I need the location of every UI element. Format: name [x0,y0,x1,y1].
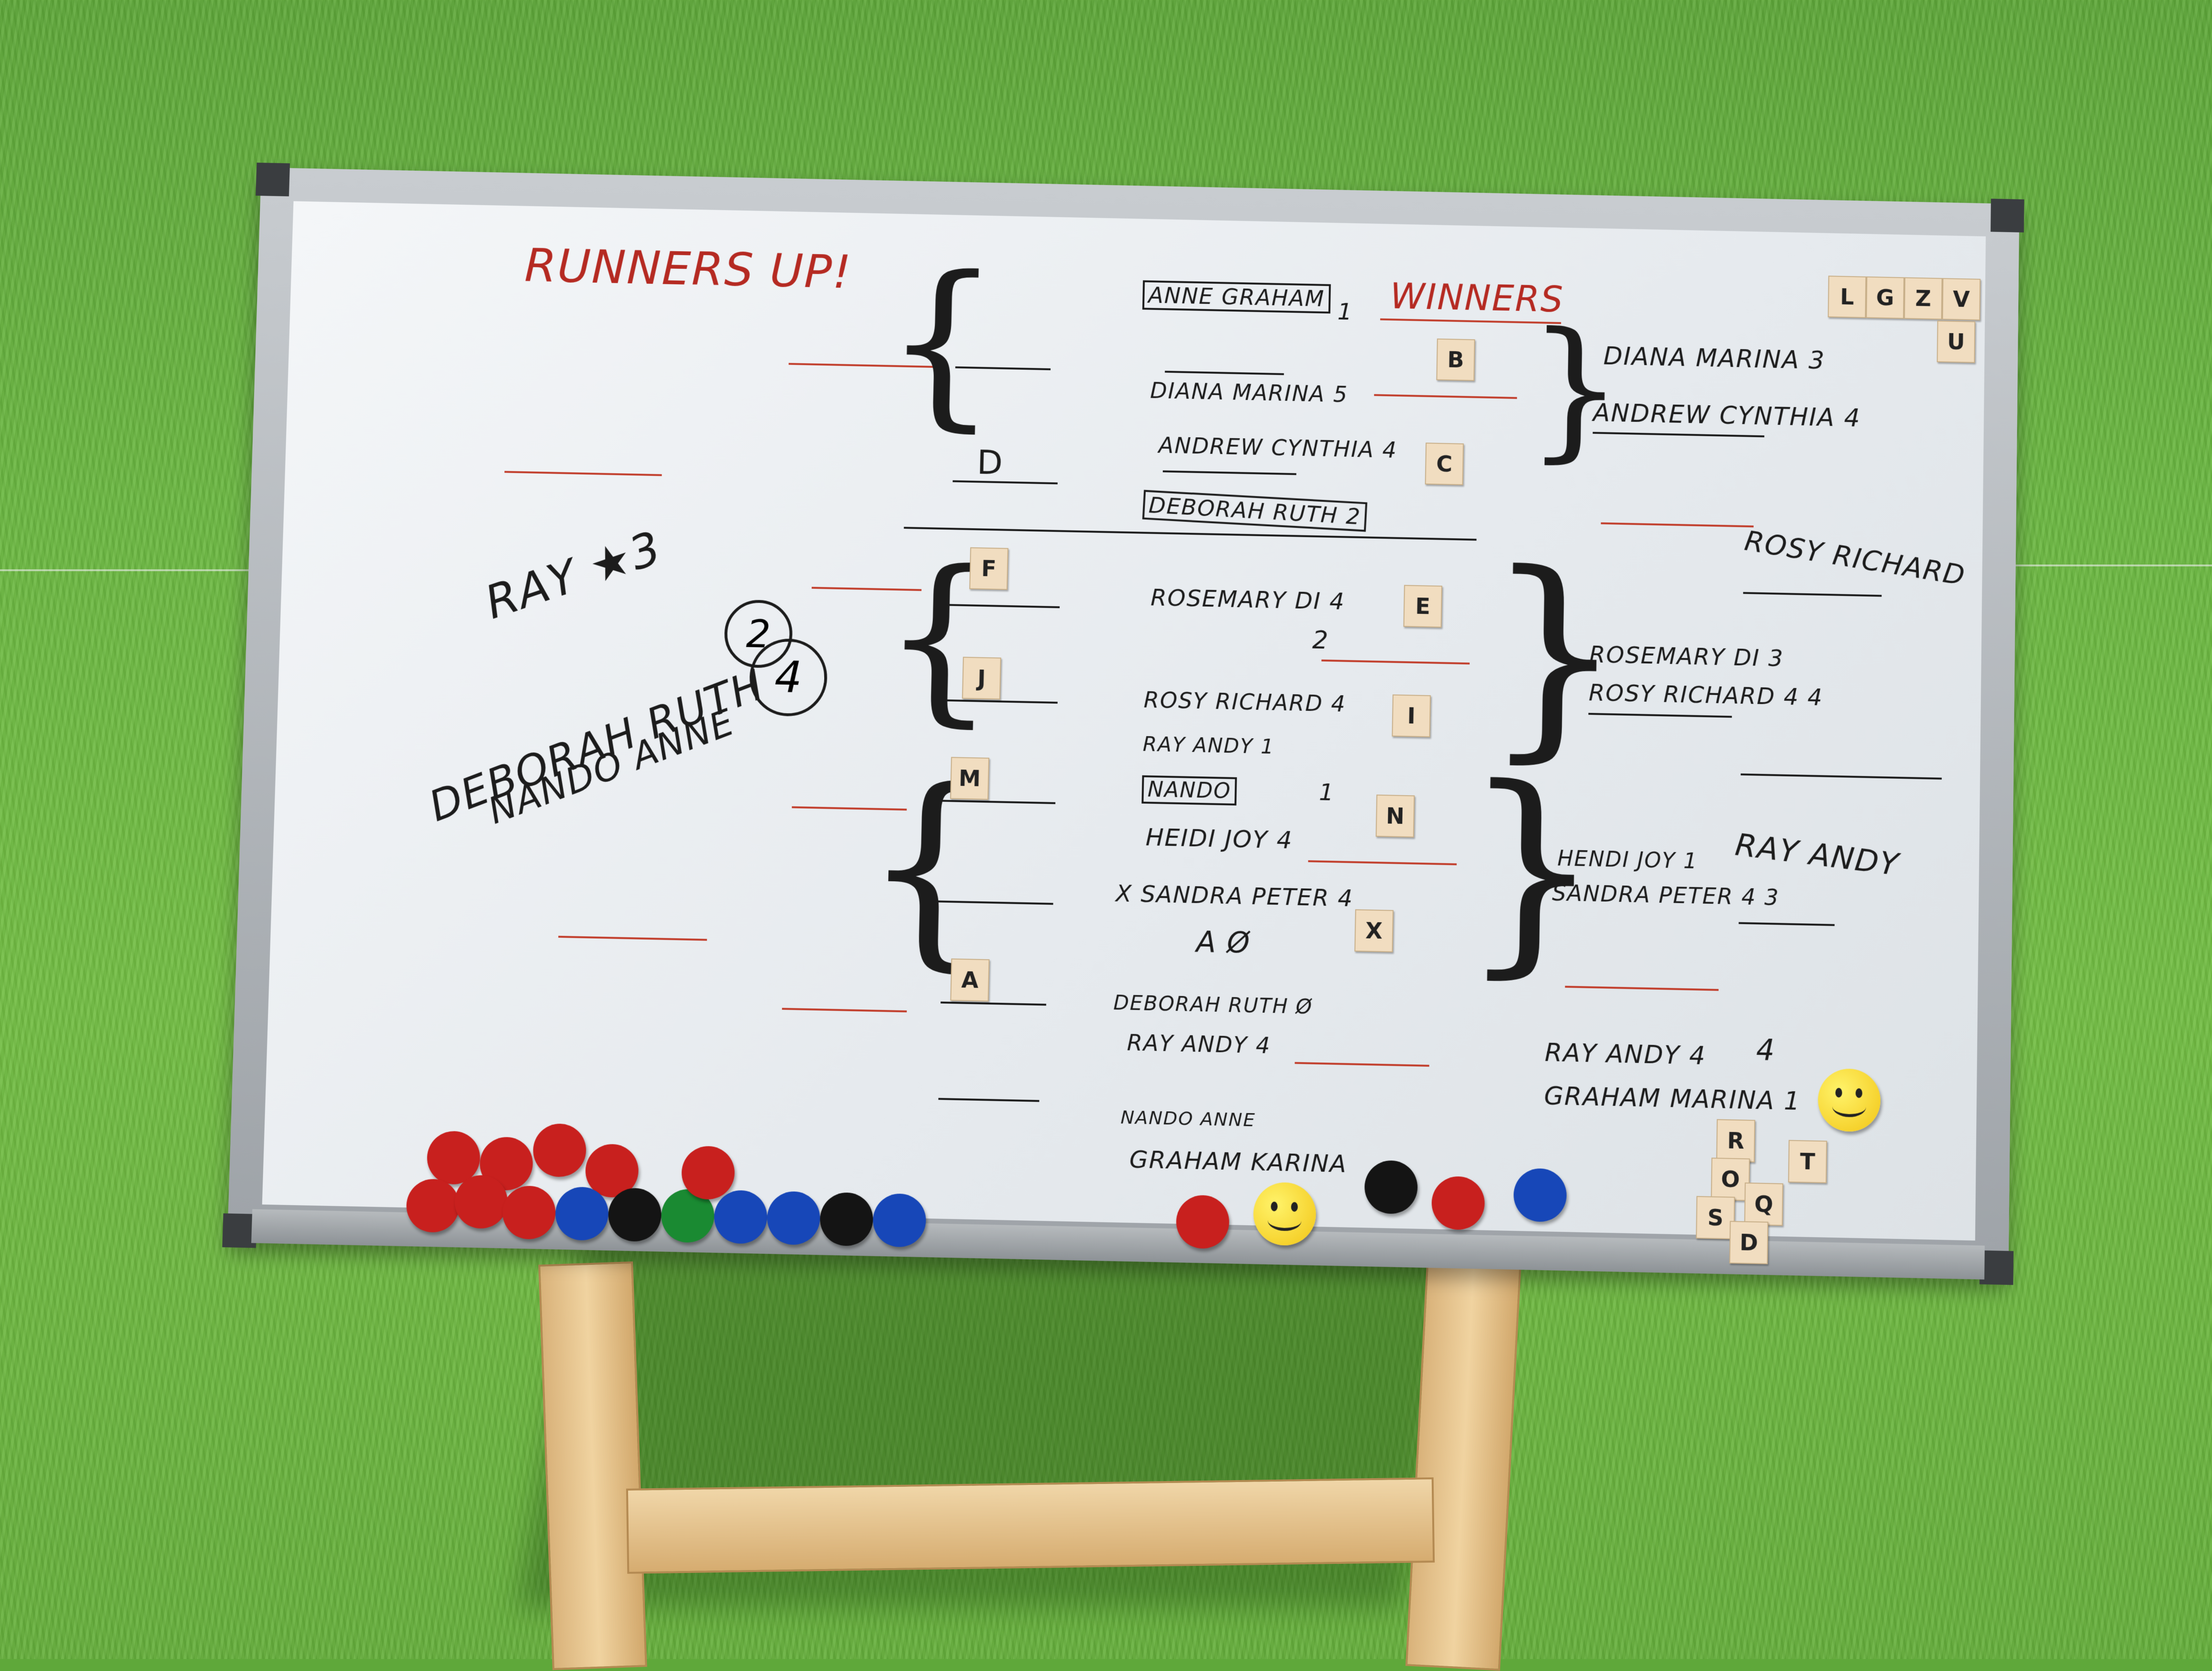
tile-e: E [1403,585,1442,628]
d-letter: D [976,443,1004,483]
ray-andy-bottom-text: RAY ANDY 4 [1127,1029,1271,1059]
magnet-black [1364,1160,1418,1215]
smiley-magnet [1817,1068,1881,1132]
tile-v: V [1942,278,1981,321]
brace-left-top: { [882,236,1002,449]
tile-a: A [950,958,990,1002]
right-heidi-joy-text: HENDI JOY 1 [1557,846,1698,874]
ray-andy-heading-text: RAY ANDY [1733,827,1901,883]
divider-line [1740,773,1942,780]
nando-anne-bottom-text: NANDO ANNE [1120,1107,1256,1131]
tile-b: B [1436,338,1475,381]
right-graham-marina-text: GRAHAM MARINA 1 [1544,1082,1801,1116]
slot-line [938,1098,1040,1102]
brace-right-top: } [1525,299,1625,478]
tile-t: T [1788,1140,1827,1184]
tile-j: J [962,656,1001,700]
runner-line [558,936,707,941]
magnet-red [681,1145,735,1200]
right-sandra-peter-text: SANDRA PETER 4 3 [1552,880,1780,911]
easel-crossbar [626,1477,1435,1574]
name-line [1162,470,1296,476]
runner-line [504,471,662,476]
tile-s: S [1696,1196,1735,1239]
whiteboard: RUNNERS UP! WINNERS RAY ★3 DEBORAH RUTH … [222,162,2024,1285]
graham-karina-text: GRAHAM KARINA [1129,1145,1348,1178]
nando-text: NANDO [1141,775,1238,806]
slot-line [952,480,1058,485]
rosy-richard-text: ROSY RICHARD 4 [1143,686,1347,717]
tile-g: G [1866,276,1905,319]
right-rosy-richard-text: ROSY RICHARD 4 4 [1588,679,1824,711]
magnet-red [532,1123,587,1178]
a-phi-text: A Ø [1196,925,1251,960]
right-diana-marina-text: DIANA MARINA 3 [1603,342,1826,375]
tile-z: Z [1904,277,1943,320]
final-score-text: 4 [1756,1033,1776,1067]
tile-i: I [1392,694,1431,738]
board-corner [1991,199,2024,232]
name-line [1321,659,1470,665]
two-text: 2 [1312,626,1329,655]
board-corner [255,162,290,197]
winner-underline [1743,592,1882,597]
heidi-joy-text: HEIDI JOY 4 [1145,823,1294,854]
magnet-red [1431,1176,1485,1230]
tile-x: X [1354,909,1394,952]
magnet-blue [1513,1168,1567,1222]
right-ray-andy-final-text: RAY ANDY 4 [1544,1038,1706,1071]
tile-u: U [1936,320,1976,363]
name-line [1294,1062,1429,1067]
name-line [1601,522,1754,528]
tile-d: D [1729,1221,1769,1264]
name-line [1164,370,1284,376]
board-surface: RUNNERS UP! WINNERS RAY ★3 DEBORAH RUTH … [262,201,1986,1264]
tile-m: M [950,757,990,800]
deborah-ruth-bottom-text: DEBORAH RUTH Ø [1113,990,1313,1019]
rosemary-di-text: ROSEMARY DI 4 [1150,584,1346,615]
rosy-richard-heading-text: ROSY RICHARD [1742,524,1968,592]
tile-o: O [1711,1157,1750,1201]
right-andrew-cynthia-text: ANDREW CYNTHIA 4 [1593,398,1861,433]
name-line [1374,394,1517,399]
bracket-line [782,1007,907,1013]
nando-score: 4 [774,652,803,703]
sandra-peter-text: X SANDRA PETER 4 [1115,880,1354,912]
field-string-left [0,569,249,571]
tile-n: N [1375,794,1415,838]
tile-f: F [969,547,1009,590]
ray-andy-text: RAY ANDY 1 [1142,732,1275,759]
deborah-ruth-top-text: DEBORAH RUTH 2 [1142,490,1368,532]
one-b-text: 1 [1318,779,1335,807]
ray-score-text: RAY ★3 [478,520,668,630]
winner-underline [1738,922,1835,926]
tile-q: Q [1744,1182,1783,1226]
tile-l: L [1827,276,1867,318]
runners-up-heading: RUNNERS UP! [524,239,853,299]
slot-line [940,1001,1046,1006]
tile-c: C [1425,443,1464,486]
right-rosemary-di-text: ROSEMARY DI 3 [1589,641,1784,672]
anne-graham-text: ANNE GRAHAM [1142,280,1331,314]
name-line [1308,860,1457,865]
field-string-right [1980,564,2212,566]
one-text: 1 [1337,299,1353,326]
tile-r: R [1716,1119,1756,1162]
andrew-cynthia-text: ANDREW CYNTHIA 4 [1158,432,1398,463]
diana-marina-text: DIANA MARINA 5 [1150,377,1349,408]
easel-leg-left [538,1261,647,1671]
